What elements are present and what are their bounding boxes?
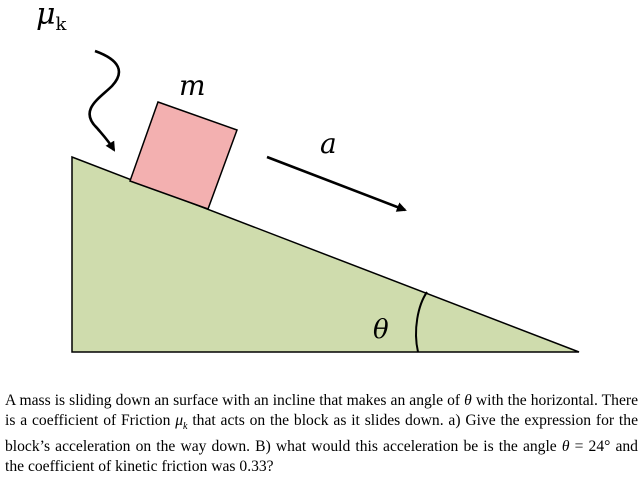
angle-arc [415,291,428,353]
problem-text: A mass is sliding down an surface with a… [5,392,638,476]
friction-pointer-arrow [88,49,121,152]
angle-label: θ [373,315,389,345]
acceleration-arrow [266,155,407,212]
mass-block [129,101,238,210]
mass-label: m [179,69,206,102]
friction-coefficient-label: μk [36,0,68,35]
acceleration-label: a [320,127,337,160]
problem-statement: A mass is sliding down an surface with a… [5,391,638,477]
incline-diagram: μk m a θ [36,0,580,353]
